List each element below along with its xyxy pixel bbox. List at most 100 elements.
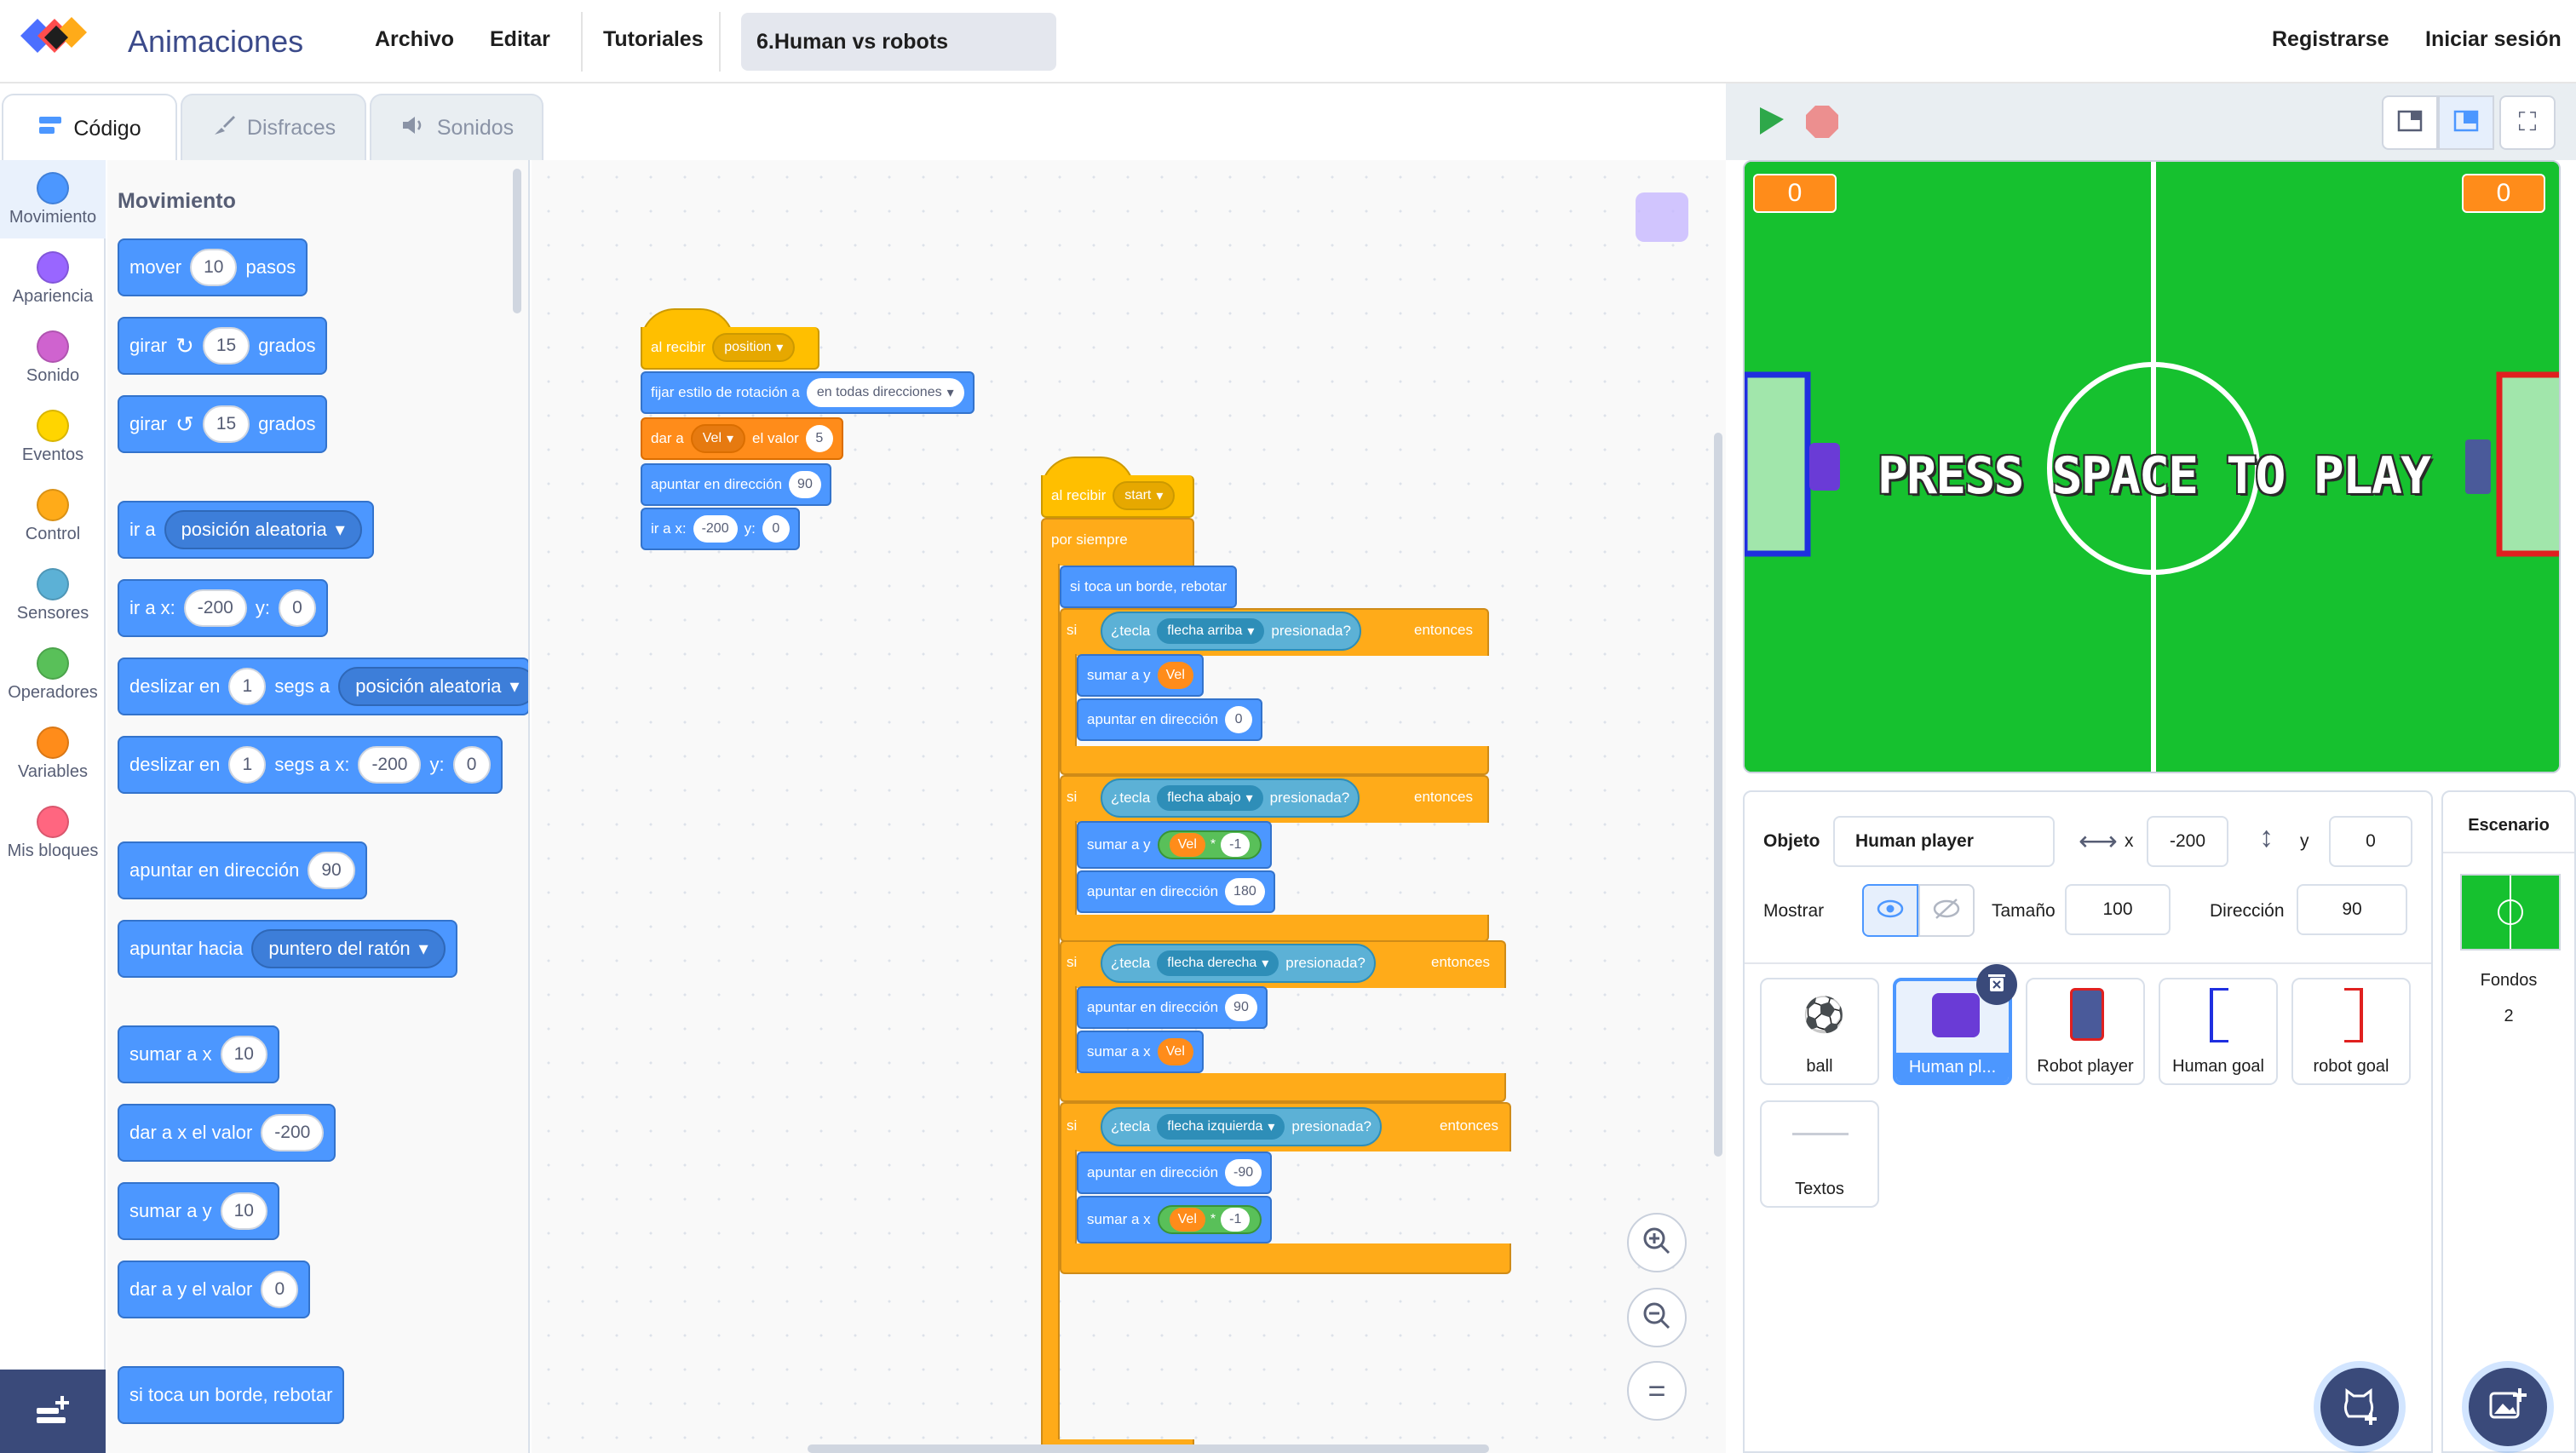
block-set-variable[interactable]: dar a Vel▾ el valor 5 xyxy=(641,417,843,460)
delete-sprite-button[interactable] xyxy=(1976,964,2017,1005)
sprite-name-input[interactable]: Human player xyxy=(1833,816,2055,867)
rotation-style-dropdown[interactable]: en todas direcciones▾ xyxy=(806,378,964,407)
y-input[interactable]: 0 xyxy=(452,746,491,784)
y-input[interactable]: 0 xyxy=(278,589,316,627)
category-4[interactable]: Control xyxy=(0,477,106,555)
variable-reporter[interactable]: Vel xyxy=(1157,1038,1193,1065)
category-0[interactable]: Movimiento xyxy=(0,160,106,238)
login-link[interactable]: Iniciar sesión xyxy=(2425,27,2562,51)
sprite-thumb-ball[interactable]: ⚽ ball xyxy=(1760,978,1879,1085)
category-8[interactable]: Mis bloques xyxy=(0,794,106,872)
key-pressed-condition[interactable]: ¿tecla flecha arriba▾ presionada? xyxy=(1101,612,1361,651)
category-5[interactable]: Sensores xyxy=(0,556,106,635)
tab-costumes[interactable]: Disfraces xyxy=(181,94,366,160)
block-when-receive-start[interactable]: al recibir start▾ xyxy=(1041,475,1194,518)
block-change-y[interactable]: sumar a y Vel xyxy=(1077,654,1204,697)
block-set-y[interactable]: dar a y el valor 0 xyxy=(118,1261,311,1318)
block-bounce[interactable]: si toca un borde, rebotar xyxy=(1060,566,1238,608)
menu-file[interactable]: Archivo xyxy=(375,27,455,51)
x-input[interactable]: -200 xyxy=(693,515,738,543)
forever-loop-top[interactable] xyxy=(1041,518,1194,566)
menu-edit[interactable]: Editar xyxy=(490,27,550,51)
secs-input[interactable]: 1 xyxy=(228,668,267,705)
key-dropdown[interactable]: flecha abajo▾ xyxy=(1157,785,1263,811)
block-glide-xy[interactable]: deslizar en 1 segs a x: -200 y: 0 xyxy=(118,736,503,794)
tab-sounds[interactable]: Sonidos xyxy=(370,94,543,160)
block-point-direction[interactable]: apuntar en dirección 90 xyxy=(118,841,367,899)
project-title-input[interactable]: 6.Human vs robots xyxy=(741,13,1056,71)
multiplier-input[interactable]: -1 xyxy=(1221,1208,1251,1232)
message-dropdown[interactable]: start▾ xyxy=(1113,481,1176,510)
large-stage-button[interactable] xyxy=(2438,95,2494,150)
add-extension-button[interactable] xyxy=(0,1370,106,1453)
multiply-operator[interactable]: Vel * -1 xyxy=(1157,1205,1262,1234)
variable-reporter[interactable]: Vel xyxy=(1157,662,1193,689)
stage-canvas[interactable]: 0 0 PRESS SPACE TO PLAY xyxy=(1743,160,2561,773)
stage-selector[interactable]: Escenario Fondos 2 xyxy=(2441,790,2576,1453)
register-link[interactable]: Registrarse xyxy=(2272,27,2389,51)
y-change-input[interactable]: 10 xyxy=(220,1192,267,1230)
block-change-x[interactable]: sumar a x Vel * -1 xyxy=(1077,1196,1273,1243)
sprite-thumb-robot-player[interactable]: Robot player xyxy=(2026,978,2145,1085)
degrees-input[interactable]: 15 xyxy=(202,327,250,365)
block-turn-left[interactable]: girar ↺ 15 grados xyxy=(118,395,328,453)
block-point-direction[interactable]: apuntar en dirección -90 xyxy=(1077,1151,1273,1194)
tab-code[interactable]: Código xyxy=(2,94,177,162)
sprite-thumb-textos[interactable]: Textos xyxy=(1760,1100,1879,1208)
glide-target-dropdown[interactable]: posición aleatoria▾ xyxy=(338,667,528,706)
workspace-vscrollbar[interactable] xyxy=(1714,433,1722,1157)
direction-input[interactable]: 90 xyxy=(789,471,821,498)
code-workspace[interactable]: al recibir position▾ fijar estilo de rot… xyxy=(532,160,1726,1453)
x-change-input[interactable]: 10 xyxy=(220,1036,267,1073)
sprite-thumb-human-goal[interactable]: Human goal xyxy=(2159,978,2278,1085)
block-goto[interactable]: ir a posición aleatoria▾ xyxy=(118,501,374,559)
block-move-steps[interactable]: mover 10 pasos xyxy=(118,238,308,296)
category-1[interactable]: Apariencia xyxy=(0,239,106,318)
add-backdrop-button[interactable] xyxy=(2469,1368,2547,1446)
green-flag-button[interactable] xyxy=(1751,102,1791,146)
block-point-direction[interactable]: apuntar en dirección 0 xyxy=(1077,698,1263,741)
palette-scrollbar[interactable] xyxy=(513,169,521,313)
category-2[interactable]: Sonido xyxy=(0,319,106,397)
x-input[interactable]: -200 xyxy=(183,589,247,627)
block-goto-xy[interactable]: ir a x: -200 y: 0 xyxy=(118,579,328,637)
zoom-out-button[interactable] xyxy=(1627,1288,1687,1347)
key-dropdown[interactable]: flecha arriba▾ xyxy=(1157,618,1265,644)
block-bounce[interactable]: si toca un borde, rebotar xyxy=(118,1366,345,1424)
zoom-in-button[interactable] xyxy=(1627,1213,1687,1272)
direction-input[interactable]: -90 xyxy=(1225,1159,1262,1186)
variable-reporter[interactable]: Vel xyxy=(1169,1208,1205,1232)
show-visible-button[interactable] xyxy=(1862,884,1918,937)
block-change-x[interactable]: sumar a x 10 xyxy=(118,1025,279,1083)
direction-input[interactable]: 180 xyxy=(1225,878,1265,905)
x-input[interactable]: -200 xyxy=(358,746,422,784)
size-input[interactable]: 100 xyxy=(2065,884,2171,935)
zoom-reset-button[interactable]: = xyxy=(1627,1361,1687,1421)
stop-button[interactable] xyxy=(1803,102,1842,146)
multiplier-input[interactable]: -1 xyxy=(1221,833,1251,857)
y-value-input[interactable]: 0 xyxy=(261,1271,299,1308)
block-point-direction[interactable]: apuntar en dirección 180 xyxy=(1077,870,1275,913)
key-pressed-condition[interactable]: ¿tecla flecha abajo▾ presionada? xyxy=(1101,778,1360,818)
block-when-receive-position[interactable]: al recibir position▾ xyxy=(641,327,819,370)
backdrop-thumbnail[interactable] xyxy=(2460,874,2561,950)
show-hidden-button[interactable] xyxy=(1918,884,1975,937)
block-goto-xy[interactable]: ir a x: -200 y: 0 xyxy=(641,508,800,550)
secs-input[interactable]: 1 xyxy=(228,746,267,784)
goto-target-dropdown[interactable]: posición aleatoria▾ xyxy=(164,510,362,549)
menu-tutorials[interactable]: Tutoriales xyxy=(603,27,704,51)
block-set-x[interactable]: dar a x el valor -200 xyxy=(118,1104,336,1162)
x-value-input[interactable]: -200 xyxy=(261,1114,325,1151)
block-change-x[interactable]: sumar a x Vel xyxy=(1077,1031,1204,1073)
key-dropdown[interactable]: flecha izquierda▾ xyxy=(1157,1114,1285,1140)
category-7[interactable]: Variables xyxy=(0,715,106,793)
y-input[interactable]: 0 xyxy=(762,515,790,543)
key-dropdown[interactable]: flecha derecha▾ xyxy=(1157,950,1279,976)
block-glide[interactable]: deslizar en 1 segs a posición aleatoria▾ xyxy=(118,658,528,715)
block-point-direction[interactable]: apuntar en dirección 90 xyxy=(1077,986,1268,1029)
block-change-y[interactable]: sumar a y 10 xyxy=(118,1182,279,1240)
sprite-thumb-robot-goal[interactable]: robot goal xyxy=(2291,978,2411,1085)
category-3[interactable]: Eventos xyxy=(0,398,106,476)
point-target-dropdown[interactable]: puntero del ratón▾ xyxy=(251,929,446,968)
steps-input[interactable]: 10 xyxy=(190,249,238,286)
